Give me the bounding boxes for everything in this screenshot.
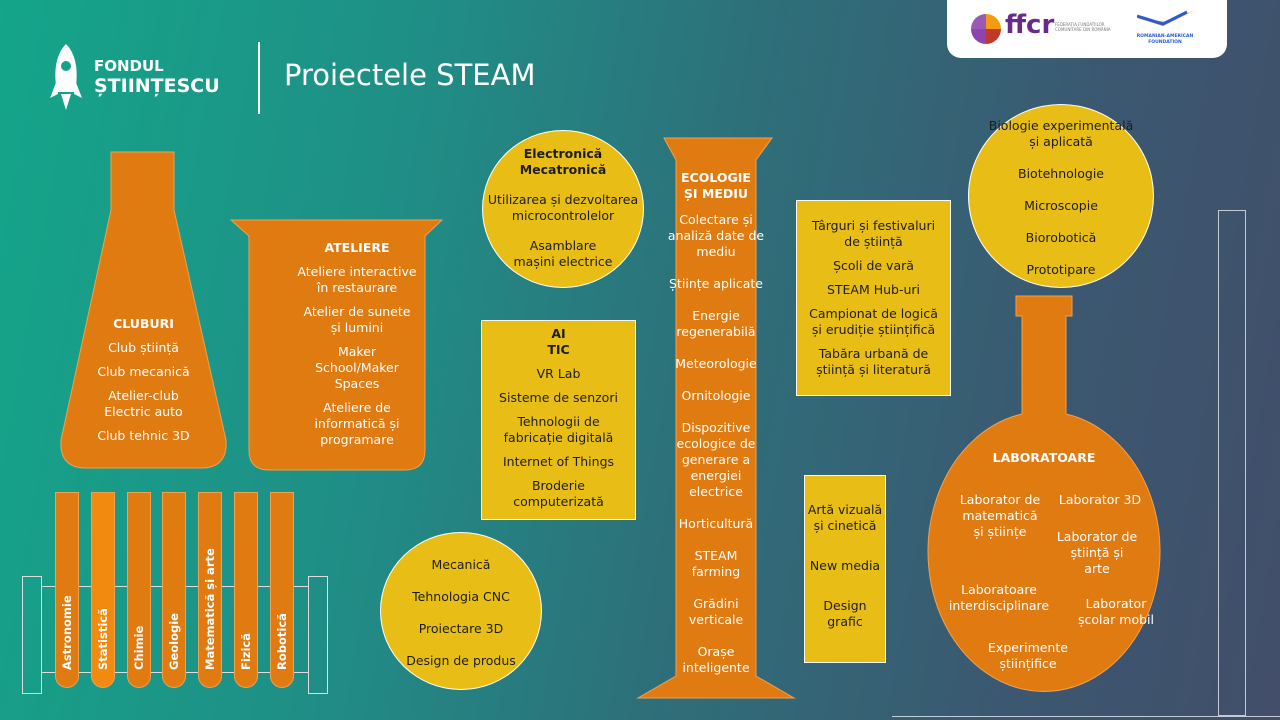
list-item: Ateliere de informatică și programare bbox=[314, 400, 400, 447]
list-item: Tehnologii de fabricație digitală bbox=[503, 414, 614, 445]
stand-decoration bbox=[1218, 210, 1246, 716]
tube-label: Chimie bbox=[132, 625, 146, 670]
list-item: Atelier de sunete și lumini bbox=[303, 304, 411, 335]
list-item: Internet of Things bbox=[502, 454, 615, 469]
tube-label: Geologie bbox=[167, 613, 181, 670]
list-item: Club mecanică bbox=[97, 364, 190, 379]
laboratoare-title: LABORATOARE bbox=[992, 450, 1096, 465]
partner-logos: ffcr FEDERAȚIA FUNDAȚIILOR COMUNITARE DI… bbox=[947, 0, 1227, 58]
tube-chimie: Chimie bbox=[127, 492, 151, 688]
list-item: Proiectare 3D bbox=[418, 621, 504, 636]
tube-fizica: Fizică bbox=[234, 492, 258, 688]
list-item: Laborator de știință și arte bbox=[1056, 529, 1138, 576]
list-item: Atelier-club Electric auto bbox=[104, 388, 183, 419]
ateliere-title: ATELIERE bbox=[324, 240, 390, 255]
electronica-circle bbox=[482, 130, 644, 288]
list-item: Energie regenerabilă bbox=[676, 308, 756, 339]
ai-tic-box bbox=[481, 320, 636, 520]
mecanica-circle bbox=[380, 532, 542, 690]
list-item: Asamblare mașini electrice bbox=[513, 238, 613, 269]
ateliere-beaker: ATELIERE Ateliere interactive în restaur… bbox=[229, 218, 444, 472]
brand-name: FONDUL ȘTIINȚESCU bbox=[94, 56, 220, 96]
list-item: Club tehnic 3D bbox=[97, 428, 190, 443]
list-item: Laborator 3D bbox=[1058, 492, 1142, 507]
list-item: Utilizarea și dezvoltarea microcontrolel… bbox=[487, 192, 639, 223]
cluburi-title: CLUBURI bbox=[113, 316, 174, 331]
brand-line2: ȘTIINȚESCU bbox=[94, 75, 220, 97]
electronica-title1: Electronică bbox=[523, 146, 603, 161]
ffcr-name: ffcr bbox=[1005, 10, 1055, 40]
electronica-title2: Mecatronică bbox=[519, 162, 607, 177]
list-item: Experimente științifice bbox=[988, 640, 1068, 671]
list-item: Științe aplicate bbox=[669, 276, 763, 291]
arta-box bbox=[804, 475, 886, 663]
list-item: Microscopie bbox=[1024, 198, 1098, 213]
tube-astronomie: Astronomie bbox=[55, 492, 79, 688]
list-item: Maker School/Maker Spaces bbox=[315, 344, 399, 391]
list-item: Dispozitive ecologice de generare a ener… bbox=[676, 420, 756, 499]
list-item: Ateliere interactive în restaurare bbox=[297, 264, 417, 295]
brand-line1: FONDUL bbox=[94, 57, 164, 75]
list-item: STEAM farming bbox=[691, 548, 741, 579]
list-item: Sisteme de senzori bbox=[499, 390, 618, 405]
list-item: Artă vizuală și cinetică bbox=[807, 502, 883, 533]
list-item: Prototipare bbox=[1026, 262, 1096, 277]
list-item: Tehnologia CNC bbox=[412, 589, 510, 604]
list-item: Biotehnologie bbox=[1018, 166, 1104, 181]
list-item: Design grafic bbox=[823, 598, 867, 629]
list-item: Meteorologie bbox=[675, 356, 757, 371]
tube-robotica: Robotică bbox=[270, 492, 294, 688]
targuri-box bbox=[796, 200, 951, 396]
list-item: Broderie computerizată bbox=[513, 478, 604, 509]
list-item: Horticultură bbox=[678, 516, 754, 531]
list-item: Design de produs bbox=[406, 653, 516, 668]
list-item: Grădini verticale bbox=[688, 596, 744, 627]
rocket-logo-icon bbox=[48, 42, 84, 112]
ecologie-title2: ȘI MEDIU bbox=[683, 186, 749, 201]
list-item: Ornitologie bbox=[681, 388, 751, 403]
ecologie-title1: ECOLOGIE bbox=[681, 170, 751, 185]
list-item: Mecanică bbox=[431, 557, 491, 572]
tube-label: Fizică bbox=[239, 632, 253, 670]
list-item: VR Lab bbox=[536, 366, 581, 381]
page-title: Proiectele STEAM bbox=[284, 58, 536, 92]
list-item: Laborator școlar mobil bbox=[1078, 596, 1154, 627]
list-item: Orașe inteligente bbox=[682, 644, 750, 675]
tube-label: Astronomie bbox=[60, 595, 74, 670]
tube-label: Robotică bbox=[275, 613, 289, 670]
biologie-circle bbox=[968, 104, 1154, 288]
ai-title2: TIC bbox=[547, 342, 570, 357]
cluburi-flask: CLUBURI Club știință Club mecanică Ateli… bbox=[56, 150, 231, 472]
raf-name: ROMANIAN-AMERICAN FOUNDATION bbox=[1136, 34, 1194, 45]
header-divider bbox=[258, 42, 260, 114]
tube-label: Matematică și arte bbox=[203, 548, 217, 670]
list-item: Campionat de logică și erudiție științif… bbox=[809, 306, 938, 337]
list-item: Școli de vară bbox=[833, 258, 914, 273]
stand-base bbox=[892, 716, 1280, 717]
ffcr-logo-icon bbox=[971, 14, 1001, 44]
ffcr-subtitle: FEDERAȚIA FUNDAȚIILOR COMUNITARE DIN ROM… bbox=[1055, 22, 1111, 32]
tube-matematica-arte: Matematică și arte bbox=[198, 492, 222, 688]
tube-label: Statistică bbox=[96, 608, 110, 670]
list-item: Tabăra urbană de știință și literatură bbox=[816, 346, 931, 377]
raf-bird-icon bbox=[1136, 8, 1197, 30]
tube-geologie: Geologie bbox=[162, 492, 186, 688]
list-item: New media bbox=[809, 558, 881, 573]
list-item: Club știință bbox=[108, 340, 179, 355]
ai-title1: AI bbox=[551, 326, 566, 341]
list-item: Biologie experimentală și aplicată bbox=[988, 118, 1134, 149]
list-item: STEAM Hub-uri bbox=[826, 282, 921, 297]
tube-statistica: Statistică bbox=[91, 492, 115, 688]
list-item: Laborator de matematică și științe bbox=[959, 492, 1041, 539]
list-item: Colectare și analiză date de mediu bbox=[667, 212, 765, 259]
laboratoare-flask bbox=[926, 294, 1162, 706]
list-item: Biorobotică bbox=[1025, 230, 1097, 245]
list-item: Târguri și festivaluri de știință bbox=[811, 218, 936, 249]
list-item: Laboratoare interdisciplinare bbox=[948, 582, 1050, 613]
